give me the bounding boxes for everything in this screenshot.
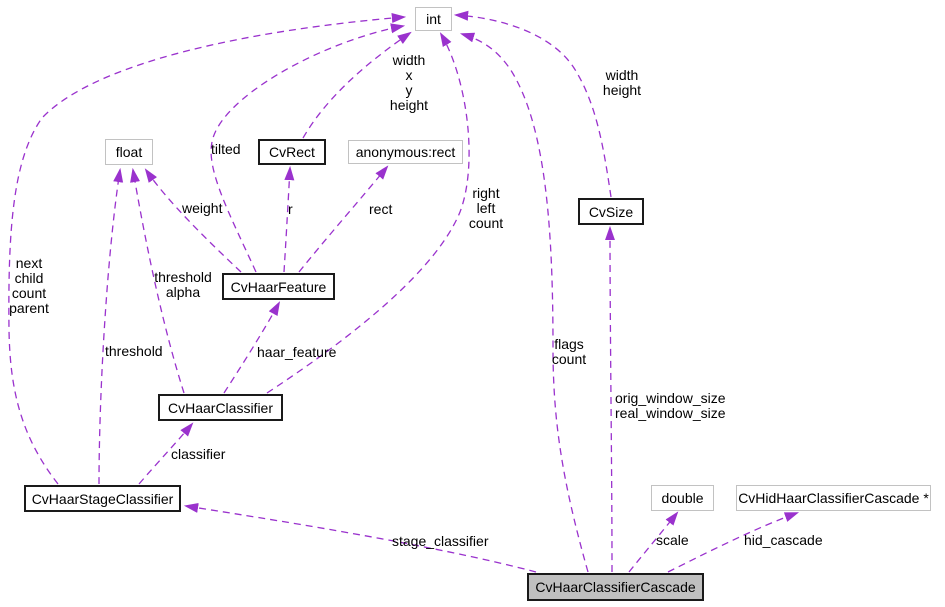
- node-cvsize[interactable]: CvSize: [578, 198, 644, 225]
- edge-label-weight: weight: [182, 200, 223, 216]
- node-cvhaarclassifiercascade: CvHaarClassifierCascade: [527, 573, 704, 601]
- edge-label-rect-members: width x y height: [389, 52, 429, 113]
- edge-haarfeature-to-float-weight: [144, 168, 242, 273]
- node-cvrect[interactable]: CvRect: [258, 139, 326, 165]
- edge-haarfeature-to-cvrect-r: [283, 165, 295, 273]
- edge-label-next-child-count-parent: next child count parent: [9, 255, 49, 316]
- edge-cascade-to-int-flags: [459, 32, 589, 573]
- edge-label-right-left-count: right left count: [468, 185, 504, 231]
- edge-label-size-members: width height: [602, 67, 642, 98]
- node-cvhidhaarclassifiercascade: CvHidHaarClassifierCascade *: [736, 485, 931, 511]
- edge-label-hid-cascade: hid_cascade: [744, 532, 823, 548]
- edge-label-threshold-alpha: threshold alpha: [154, 269, 212, 300]
- edge-label-flags-count: flags count: [551, 336, 587, 367]
- edge-label-r: r: [288, 201, 293, 217]
- node-anonymous-rect: anonymous:rect: [348, 140, 463, 164]
- edge-stageclassifier-to-float-threshold: [98, 167, 124, 485]
- edge-cascade-to-cvsize: [604, 225, 616, 573]
- node-int: int: [415, 7, 452, 31]
- edge-label-haar-feature: haar_feature: [257, 344, 337, 360]
- node-cvhaarfeature[interactable]: CvHaarFeature: [222, 273, 335, 300]
- edge-label-rect: rect: [369, 201, 393, 217]
- edge-label-classifier: classifier: [171, 446, 226, 462]
- edge-haarfeature-to-anonrect-rect: [298, 165, 389, 273]
- node-cvhaarstageclassifier[interactable]: CvHaarStageClassifier: [24, 485, 181, 512]
- node-cvhaarclassifier[interactable]: CvHaarClassifier: [158, 394, 283, 421]
- edge-label-tilted: tilted: [211, 141, 241, 157]
- edge-label-stage-classifier: stage_classifier: [392, 533, 489, 549]
- edge-label-window-sizes: orig_window_size real_window_size: [615, 390, 726, 421]
- node-float: float: [105, 139, 153, 165]
- edge-label-scale: scale: [656, 532, 689, 548]
- node-double: double: [651, 485, 714, 511]
- edge-cvsize-to-int: [453, 10, 612, 198]
- edge-label-threshold: threshold: [105, 343, 163, 359]
